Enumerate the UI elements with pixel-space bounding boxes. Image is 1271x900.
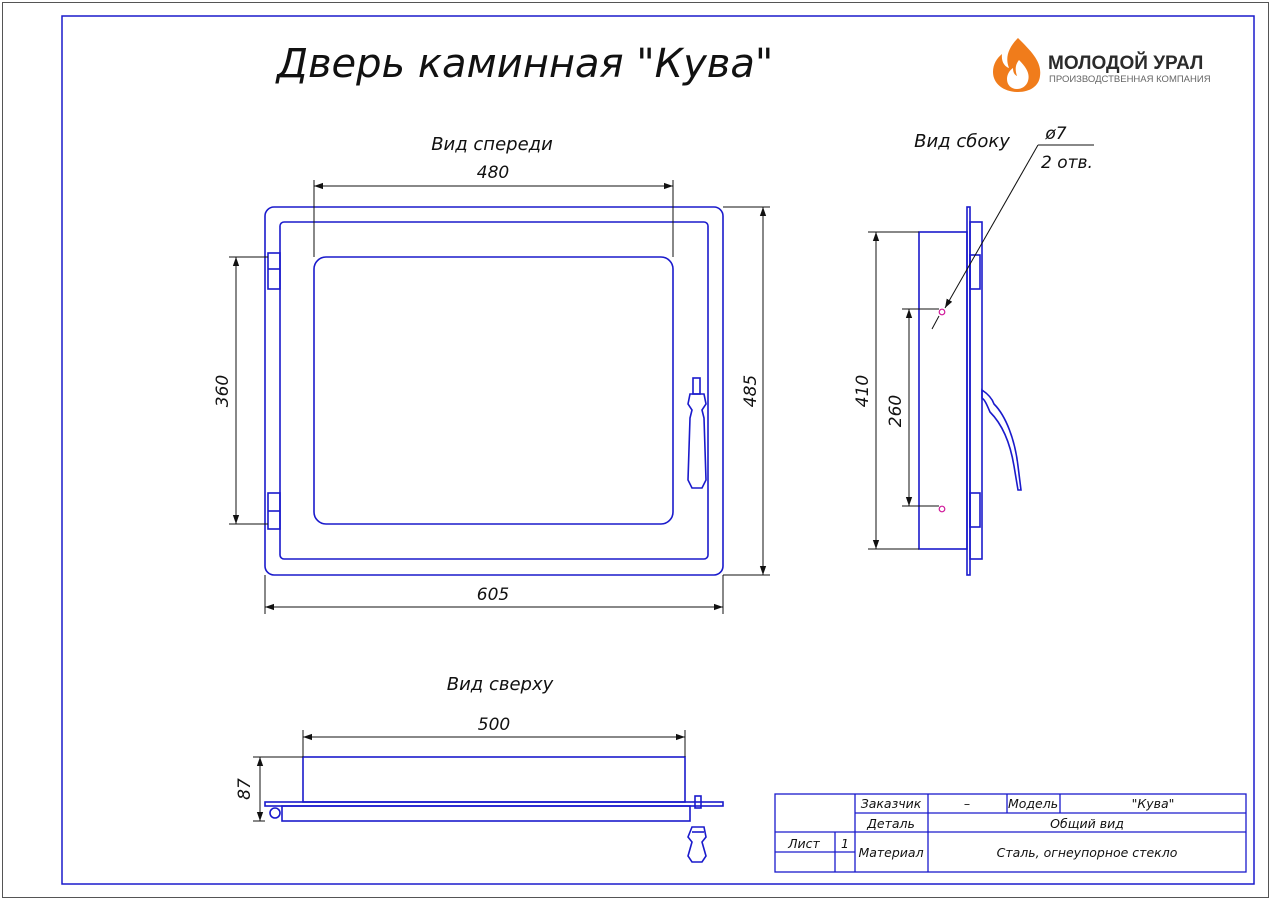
title-block-sheet-label: Лист xyxy=(787,836,820,851)
front-view xyxy=(264,206,724,576)
flame-icon xyxy=(993,38,1041,92)
mounting-holes xyxy=(938,308,946,513)
dim-side-hole-spacing: 260 xyxy=(886,395,906,427)
dim-top-width: 500 xyxy=(478,715,510,735)
mounting-hole-bottom xyxy=(938,505,946,513)
title-block xyxy=(774,793,1247,873)
title-block-part-value: Общий вид xyxy=(1050,816,1124,831)
side-handle xyxy=(981,388,1022,491)
front-view-label: Вид спереди xyxy=(431,134,553,155)
dim-front-inner-width: 480 xyxy=(477,163,509,183)
title-block-model-value: "Кува" xyxy=(1132,796,1175,811)
side-firebox-part xyxy=(918,231,968,550)
door-inner-frame xyxy=(279,221,709,560)
title-block-customer-value: – xyxy=(964,796,970,811)
top-handle xyxy=(687,795,707,863)
top-hinge xyxy=(269,807,281,819)
front-view-dimensions xyxy=(229,180,770,614)
drawing-frame xyxy=(61,15,1255,885)
logo-subtitle: ПРОИЗВОДСТВЕННАЯ КОМПАНИЯ xyxy=(1049,74,1211,85)
title-block-model-label: Модель xyxy=(1008,796,1058,811)
top-view-label: Вид сверху xyxy=(447,674,554,695)
door-handle xyxy=(687,377,707,489)
hinge-top xyxy=(267,252,281,290)
title-block-part-label: Деталь xyxy=(866,816,915,831)
side-view xyxy=(918,206,1022,576)
side-hinge-top xyxy=(969,254,981,290)
dim-side-hole-count: 2 отв. xyxy=(1041,153,1093,173)
top-view xyxy=(264,756,724,863)
dim-side-hole-diameter: ø7 xyxy=(1044,124,1066,144)
dim-front-glass-height: 360 xyxy=(213,375,233,407)
dim-side-height: 410 xyxy=(853,375,873,407)
logo-name: МОЛОДОЙ УРАЛ xyxy=(1048,52,1203,74)
side-view-label: Вид сбоку xyxy=(914,131,1010,152)
glass-panel xyxy=(313,256,674,525)
door-outer-frame xyxy=(264,206,724,576)
title-block-material-label: Материал xyxy=(858,845,923,860)
side-view-dimensions xyxy=(868,144,1094,550)
title-block-material-value: Сталь, огнеупорное стекло xyxy=(997,845,1178,860)
title-block-customer-label: Заказчик xyxy=(861,796,922,811)
title-block-sheet-value: 1 xyxy=(841,836,849,851)
top-view-dimensions xyxy=(253,730,686,822)
drawing-title: Дверь каминная "Кува" xyxy=(275,41,774,87)
top-firebox-part xyxy=(302,756,686,803)
dim-front-outer-width: 605 xyxy=(477,585,509,605)
mounting-hole-top xyxy=(938,308,946,316)
top-inner-frame xyxy=(281,805,691,822)
dim-top-depth: 87 xyxy=(235,778,255,800)
company-logo: МОЛОДОЙ УРАЛ ПРОИЗВОДСТВЕННАЯ КОМПАНИЯ xyxy=(993,38,1211,92)
dim-front-outer-height: 485 xyxy=(741,375,761,407)
side-hinge-bottom xyxy=(969,492,981,528)
